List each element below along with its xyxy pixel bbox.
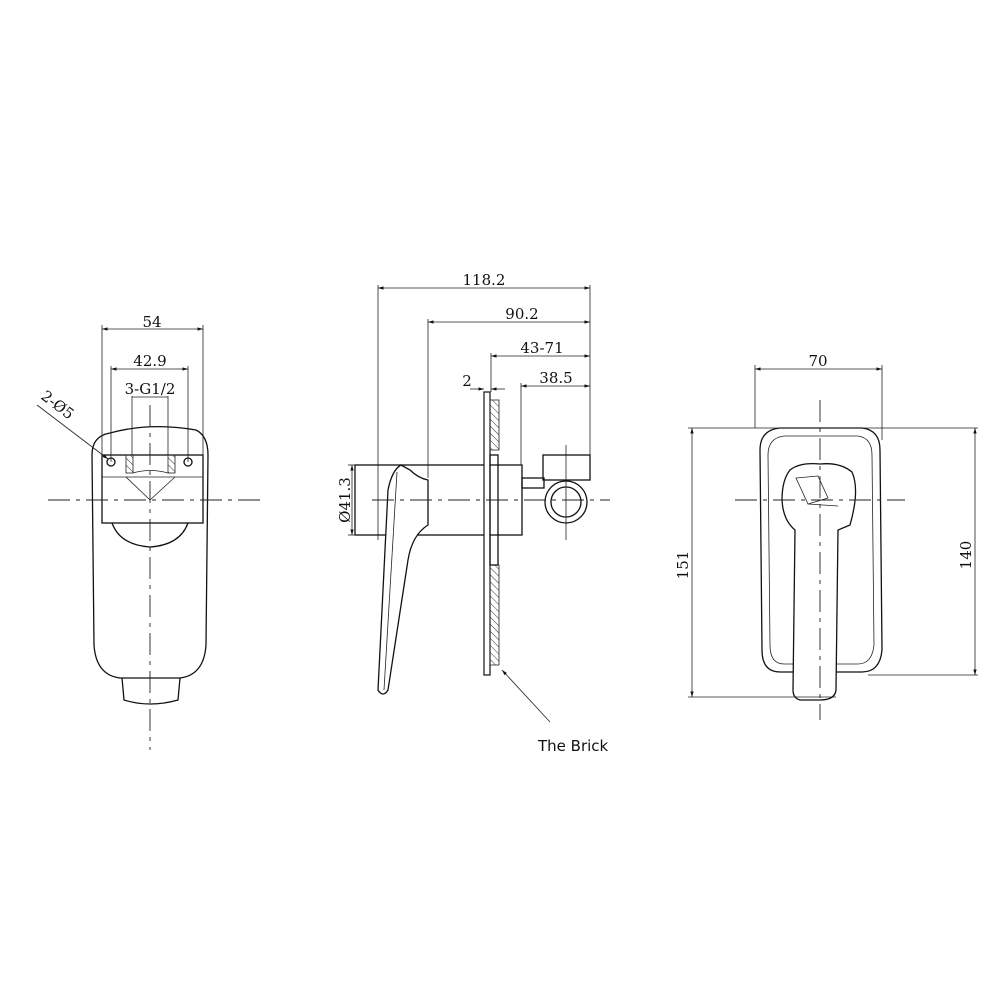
- dim-118-2: 118.2: [463, 271, 506, 289]
- dim-38-5: 38.5: [539, 369, 572, 387]
- dim-140: 140: [957, 541, 975, 570]
- side-view: 118.2 90.2 43-71 38.5 2 Ø41.3 The Brick: [336, 271, 610, 755]
- dim-ports: 3-G1/2: [125, 380, 176, 398]
- dim-42-9: 42.9: [133, 352, 166, 370]
- dim-holes: 2-Ø5: [38, 387, 78, 423]
- dim-90-2: 90.2: [505, 305, 538, 323]
- dim-diameter: Ø41.3: [336, 477, 354, 523]
- cover-plate: [759, 427, 883, 673]
- dim-43-71: 43-71: [520, 339, 563, 357]
- front-view: 54 42.9 3-G1/2 2-Ø5: [36, 313, 262, 750]
- rear-lever: [781, 462, 857, 701]
- lever-handle: [377, 464, 429, 695]
- dim-2: 2: [462, 372, 472, 390]
- dim-151: 151: [674, 551, 692, 580]
- mounting-plate: [101, 454, 204, 524]
- wall-plate: [483, 391, 491, 676]
- dim-70: 70: [808, 352, 827, 370]
- brick-section: [489, 564, 500, 666]
- rear-view: 70 151 140: [674, 352, 978, 720]
- front-body-outline: [91, 425, 209, 679]
- dim-54: 54: [142, 313, 161, 331]
- valve-body: [354, 464, 523, 536]
- brick-section: [489, 399, 500, 451]
- wall-label: The Brick: [537, 737, 609, 755]
